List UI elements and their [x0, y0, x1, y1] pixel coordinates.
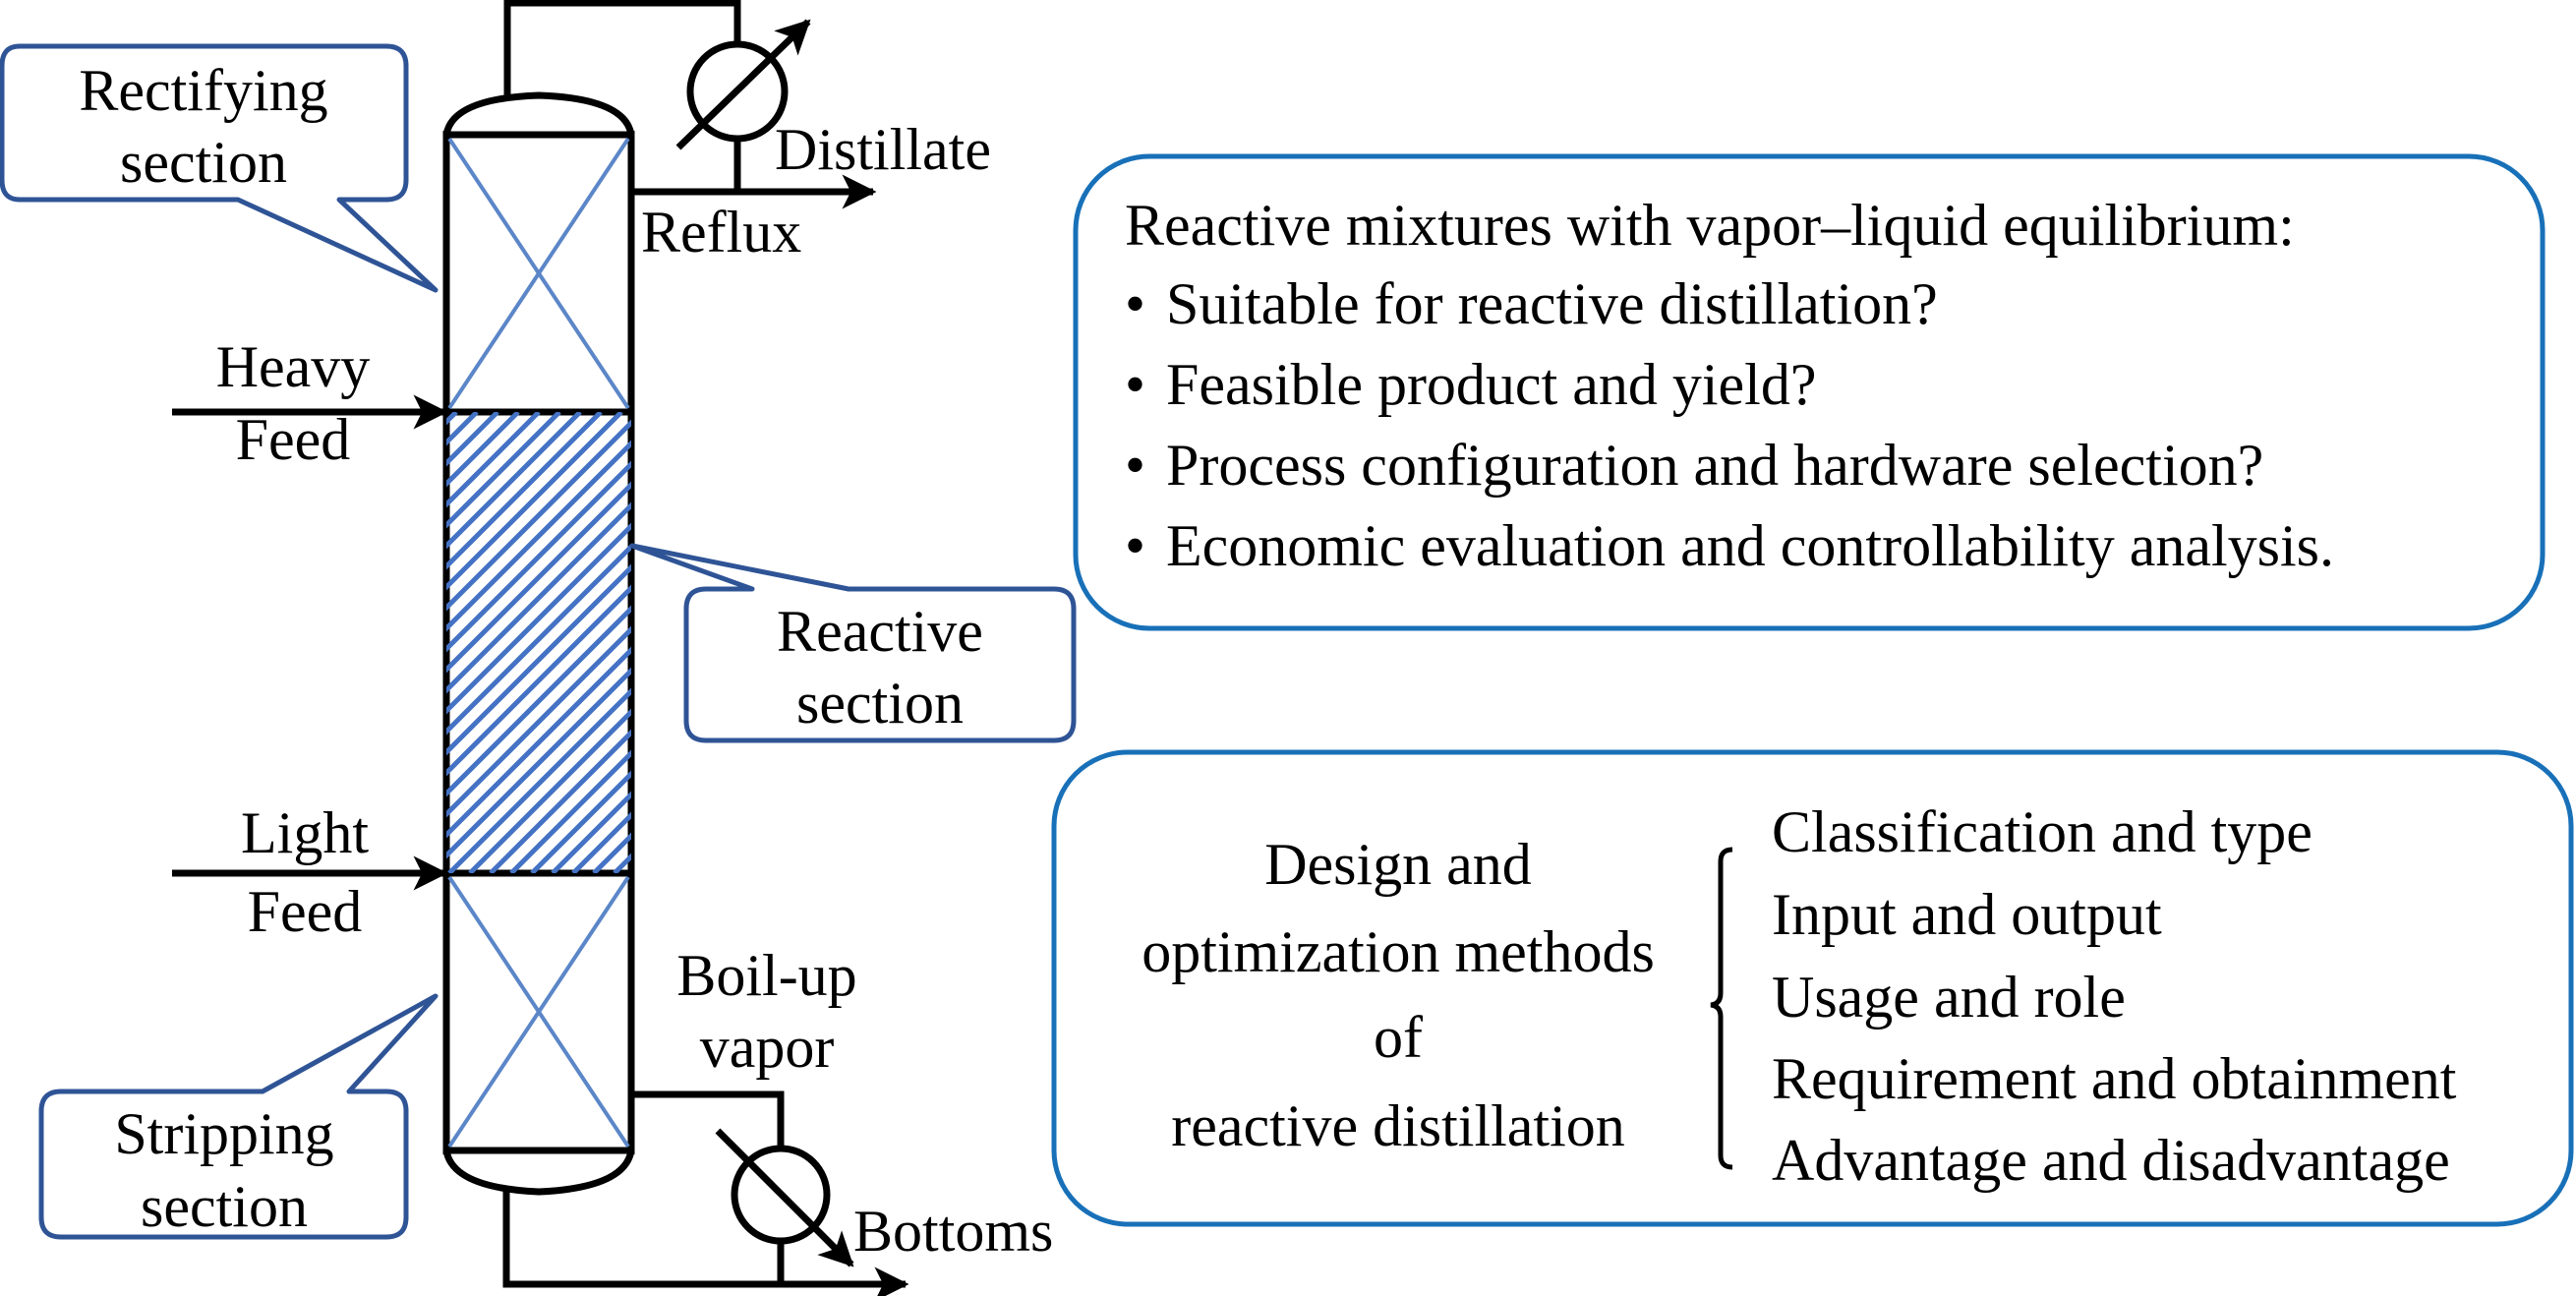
curly-brace	[1710, 847, 1733, 1170]
rectifying-callout-line1: Rectifying	[79, 58, 327, 123]
distillate-label: Distillate	[775, 117, 991, 182]
design-aspect-item: Advantage and disadvantage	[1772, 1128, 2450, 1193]
hatch-line	[446, 412, 603, 570]
hatch-line	[509, 749, 631, 873]
condenser-icon	[675, 19, 811, 150]
design-methods-box: Design and optimization methods of reactive…	[1051, 749, 2574, 1227]
overhead-piping	[503, 0, 877, 209]
hatch-line	[446, 481, 631, 674]
light-feed-label-line1: Light	[241, 800, 369, 865]
light-feed-label-line2: Feed	[248, 879, 363, 944]
heavy-feed-label-line2: Feed	[236, 407, 351, 472]
design-methods-title-line: optimization methods	[1142, 919, 1655, 984]
hatch-line	[446, 412, 561, 529]
hatch-line	[446, 584, 631, 777]
hatch-line	[446, 440, 631, 632]
vle-question-item: Suitable for reactive distillation?	[1166, 271, 1938, 336]
hatch-line	[530, 770, 631, 873]
reflux-label: Reflux	[641, 200, 801, 265]
bullet-icon: •	[1125, 513, 1145, 578]
hatch-line	[446, 412, 582, 550]
hatch-line	[446, 460, 631, 653]
reactive-callout: Reactive section	[629, 543, 1077, 743]
hatch-line	[447, 687, 631, 873]
hatch-line	[446, 501, 631, 694]
heavy-feed-label-line1: Heavy	[216, 334, 371, 399]
hatch-line	[446, 563, 631, 756]
hatch-line	[446, 646, 631, 839]
vle-box-title: Reactive mixtures with vapor–liquid equi…	[1125, 193, 2295, 258]
reactive-callout-line1: Reactive	[777, 599, 983, 664]
hatch-line	[446, 412, 623, 591]
overhead-vapor-line	[503, 0, 741, 97]
reactive-callout-line2: section	[796, 671, 964, 736]
hatch-line	[489, 729, 631, 873]
design-aspect-item: Requirement and obtainment	[1772, 1046, 2457, 1111]
hatch-line	[446, 412, 458, 426]
bottoms-piping	[502, 1090, 909, 1296]
design-aspect-item: Usage and role	[1772, 965, 2126, 1030]
hatch-line	[446, 419, 631, 612]
stripping-callout: Stripping section	[38, 993, 439, 1240]
hatch-line	[446, 605, 631, 797]
hatch-line	[446, 625, 631, 818]
bottoms-arrow	[502, 1190, 909, 1296]
design-aspect-item: Input and output	[1772, 882, 2162, 947]
design-aspect-item: Classification and type	[1772, 799, 2313, 864]
design-methods-title-line: of	[1374, 1005, 1423, 1070]
column-top-head	[442, 91, 635, 136]
stripping-callout-line1: Stripping	[114, 1101, 333, 1166]
reactive-packing-hatch	[0, 412, 631, 873]
hatch-line	[446, 667, 631, 859]
bottoms-label: Bottoms	[853, 1199, 1053, 1264]
hatch-line	[551, 791, 631, 873]
vle-question-item: Economic evaluation and controllability …	[1166, 513, 2334, 578]
vle-question-item: Feasible product and yield?	[1166, 352, 1816, 417]
hatch-line	[0, 412, 436, 873]
hatch-line	[446, 522, 631, 715]
rectifying-packing	[447, 137, 630, 410]
hatch-line	[446, 412, 541, 508]
stripping-callout-line2: section	[141, 1174, 308, 1239]
vle-question-item: Process configuration and hardware selec…	[1166, 433, 2263, 498]
bullet-icon: •	[1125, 271, 1145, 336]
boilup-label-line2: vapor	[700, 1015, 835, 1080]
bullet-icon: •	[1125, 352, 1145, 417]
rectifying-callout: Rectifying section	[0, 43, 439, 293]
bullet-icon: •	[1125, 433, 1145, 498]
hatch-line	[468, 708, 631, 873]
boilup-label-line1: Boil-up	[676, 943, 856, 1008]
stripping-packing	[447, 875, 630, 1149]
hatch-line	[446, 543, 631, 736]
reboiler-icon	[715, 1128, 854, 1267]
rectifying-callout-line2: section	[120, 130, 287, 195]
design-methods-title-line: Design and	[1264, 832, 1532, 897]
boilup-line	[631, 1090, 785, 1149]
column-bottom-head	[442, 1149, 635, 1196]
design-methods-title-line: reactive distillation	[1171, 1093, 1625, 1158]
vle-questions-box: Reactive mixtures with vapor–liquid equi…	[1073, 153, 2546, 631]
